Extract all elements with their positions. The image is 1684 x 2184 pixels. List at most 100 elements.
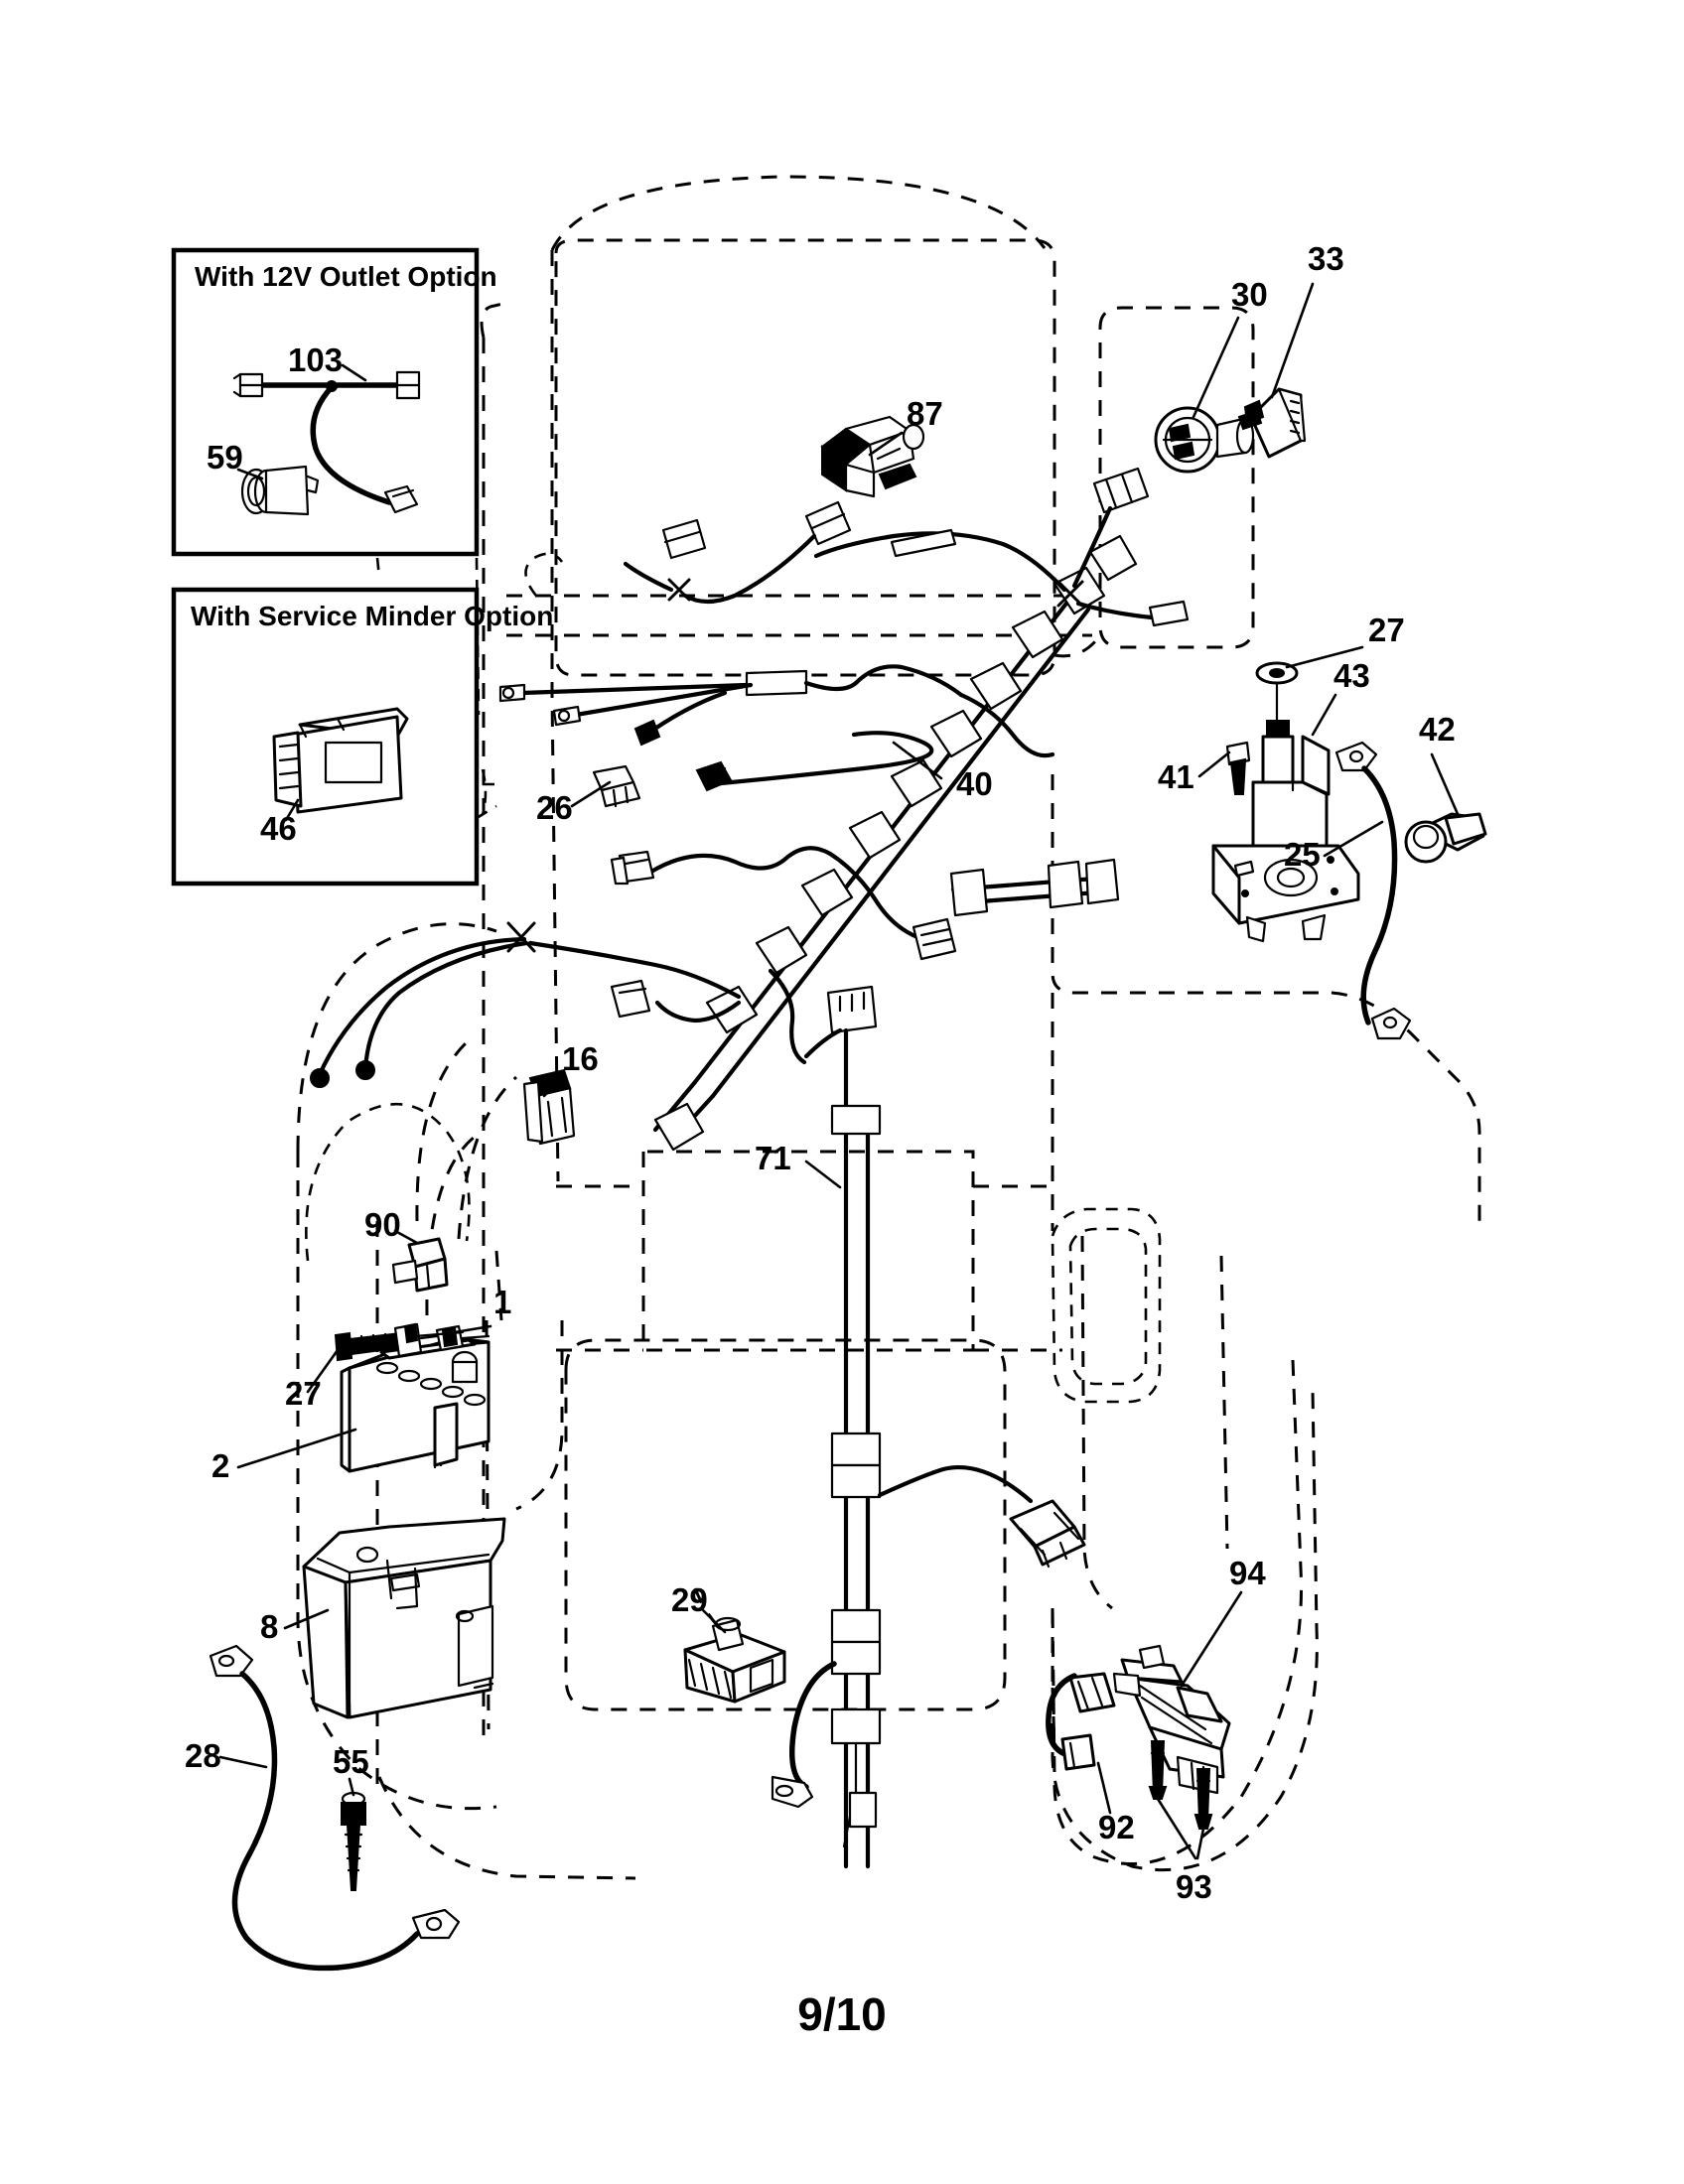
callout-41-leader bbox=[1197, 751, 1231, 778]
strap-branch-right bbox=[877, 1464, 1034, 1504]
wire-branch-down bbox=[654, 1000, 742, 1024]
connector-seat-branch-icon bbox=[1009, 1499, 1086, 1569]
strap-clamp-1 bbox=[830, 1104, 882, 1136]
connector-left-icon bbox=[232, 372, 264, 398]
terminal-connector-icon bbox=[383, 484, 419, 514]
callout-16-leader bbox=[542, 1076, 564, 1098]
part-bolt-41 bbox=[1225, 741, 1251, 795]
connector-left-upper-icon bbox=[661, 518, 707, 560]
part-battery-1 bbox=[340, 1336, 491, 1473]
strap-clamp-3 bbox=[830, 1463, 882, 1499]
callout-55-leader bbox=[348, 1777, 355, 1797]
callout-43-label: 43 bbox=[1333, 657, 1370, 694]
harness-spine-line-b bbox=[710, 607, 1091, 1099]
callout-59-label: 59 bbox=[207, 439, 243, 476]
callout-90-label: 90 bbox=[364, 1206, 401, 1243]
callout-27-leader bbox=[1285, 645, 1364, 669]
callout-94-leader bbox=[1180, 1590, 1243, 1688]
part-battery-cable-25 bbox=[1334, 741, 1412, 1040]
callout-30-label: 30 bbox=[1231, 276, 1268, 313]
callout-43-leader bbox=[1311, 693, 1337, 737]
part-battery-tray-8 bbox=[302, 1517, 506, 1719]
wire-left-tail bbox=[623, 561, 674, 593]
part-ground-cable-28 bbox=[209, 1644, 461, 1972]
callout-25-label: 25 bbox=[1284, 836, 1321, 873]
harness-left-arm bbox=[310, 921, 742, 1088]
wire-long-left bbox=[519, 682, 750, 696]
part-seat-screws-93 bbox=[1148, 1740, 1213, 1860]
callout-92-leader bbox=[1096, 1761, 1112, 1815]
wire-splice-x-3 bbox=[506, 921, 536, 953]
harness-branch-wire bbox=[310, 384, 392, 505]
part-main-wiring-harness bbox=[652, 534, 1138, 1152]
callout-1-label: 2 bbox=[211, 1447, 229, 1484]
wire-left-arm-right bbox=[527, 940, 742, 1000]
callout-59-leader bbox=[236, 468, 264, 480]
connector-loop-left-icon bbox=[610, 850, 655, 886]
wire-arc-right bbox=[958, 692, 1055, 758]
wire-loop-lower bbox=[648, 846, 881, 906]
callout-8-label: 8 bbox=[260, 1608, 278, 1645]
wire-long-left-2 bbox=[573, 682, 754, 718]
callout-42-label: 42 bbox=[1419, 711, 1456, 748]
callout-94-label: 94 bbox=[1229, 1555, 1266, 1591]
callout-55-label: 55 bbox=[333, 1743, 369, 1780]
callout-1-leader bbox=[236, 1428, 357, 1469]
callout-2-leader bbox=[306, 1348, 340, 1394]
part-service-minder-module bbox=[272, 707, 409, 814]
strap-ground-wire bbox=[789, 1661, 837, 1790]
inset-12v-outlet-title: With 12V Outlet Option bbox=[195, 261, 497, 292]
wire-top-right bbox=[1071, 505, 1113, 589]
callout-71-leader bbox=[804, 1160, 842, 1189]
part-harness-strap-71 bbox=[771, 1104, 1034, 1869]
connector-branch-down-icon bbox=[610, 979, 651, 1019]
callout-29-label: 29 bbox=[671, 1581, 708, 1618]
callout-26-leader bbox=[570, 780, 612, 808]
connector-lower-mid-icon bbox=[912, 917, 957, 961]
callout-93-label: 93 bbox=[1176, 1868, 1212, 1905]
part-fuse-16 bbox=[522, 1068, 576, 1146]
callout-42-leader bbox=[1430, 752, 1460, 816]
callout-90-leader bbox=[393, 1229, 419, 1245]
callout-103-leader bbox=[341, 363, 367, 382]
strap-terminal bbox=[848, 1791, 878, 1829]
strap-clamp-4 bbox=[830, 1608, 882, 1644]
callout-103-label: 103 bbox=[288, 341, 343, 378]
wire-left-arm-b bbox=[362, 940, 529, 1071]
strap-clamp-2 bbox=[830, 1432, 882, 1467]
harness-middle-left-branches: 26 bbox=[498, 664, 1120, 1115]
callout-30-leader bbox=[1192, 316, 1240, 419]
part-wire-clip-26 bbox=[592, 764, 641, 808]
connector-right-stub-icon bbox=[1148, 600, 1190, 627]
connector-right-icon bbox=[395, 370, 421, 400]
wire-end-tip-a bbox=[310, 1068, 330, 1088]
callout-46-label: 46 bbox=[260, 810, 297, 847]
part-ground-screw-55 bbox=[341, 1791, 366, 1891]
page-number: 9/10 bbox=[797, 1988, 887, 2040]
part-relay-87 bbox=[820, 415, 925, 498]
callout-27-label: 27 bbox=[1368, 612, 1405, 648]
part-seat-switch-94 bbox=[1112, 1644, 1231, 1795]
callout-71-label: 71 bbox=[755, 1140, 791, 1176]
part-connector-90 bbox=[391, 1237, 449, 1293]
callout-40-label: 40 bbox=[956, 765, 993, 802]
callout-33-label: 33 bbox=[1308, 240, 1344, 277]
part-12v-outlet-socket bbox=[240, 465, 320, 516]
part-seat-connector-92 bbox=[1046, 1672, 1116, 1771]
terminal-ring-b bbox=[552, 705, 582, 727]
callout-25-leader bbox=[1323, 820, 1384, 858]
wire-left-arm-a bbox=[317, 936, 527, 1077]
callout-26-label: 26 bbox=[536, 789, 573, 826]
strap-clamp-6 bbox=[830, 1707, 882, 1745]
callout-41-label: 41 bbox=[1158, 758, 1194, 795]
inset-service-minder: With Service Minder Option 46 bbox=[171, 587, 553, 887]
callout-29-leader bbox=[699, 1606, 727, 1634]
callout-27b-label: 1 bbox=[493, 1284, 511, 1320]
wire-down-right bbox=[875, 900, 920, 940]
wire-end-tip-b bbox=[355, 1060, 375, 1080]
terminal-ring-a bbox=[498, 683, 526, 703]
wire-right-stub bbox=[1075, 601, 1155, 620]
connector-top-right-icon bbox=[1092, 467, 1150, 514]
wire-to-module bbox=[768, 968, 807, 1065]
